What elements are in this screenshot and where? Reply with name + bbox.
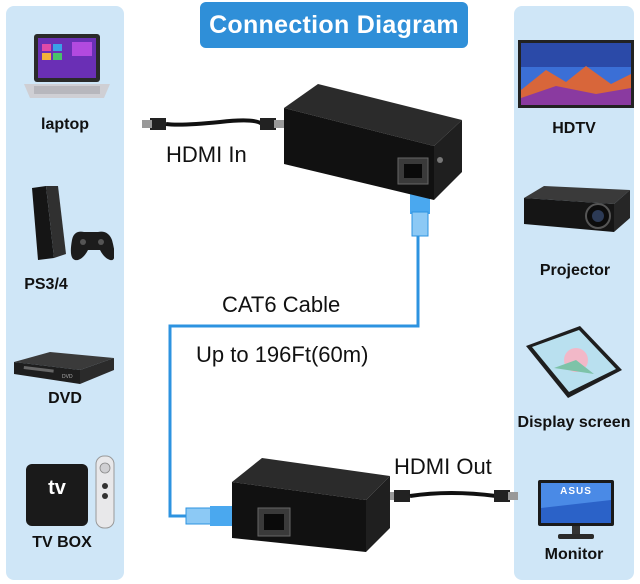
tablet-icon — [524, 324, 624, 402]
source-label-dvd: DVD — [48, 390, 82, 407]
distance-label: Up to 196Ft(60m) — [196, 342, 369, 367]
source-label-laptop: laptop — [41, 116, 89, 133]
hdtv-icon — [516, 40, 636, 112]
cat6-cable-label: CAT6 Cable — [222, 292, 341, 317]
tv-box-logo-text: tv — [48, 477, 66, 499]
display-label-monitor: Monitor — [544, 546, 604, 563]
hdmi-out-cable — [386, 490, 518, 502]
receiver-box — [232, 458, 390, 552]
display-label-screen: Display screen — [517, 414, 631, 431]
tv-box-icon — [24, 452, 120, 532]
monitor-icon — [536, 478, 616, 540]
dvd-player-icon: DVD — [10, 348, 116, 388]
laptop-icon — [22, 30, 112, 104]
source-label-tvbox: TV BOX — [32, 534, 92, 551]
source-label-ps: PS3/4 — [24, 276, 68, 293]
hdmi-out-label: HDMI Out — [394, 454, 492, 479]
monitor-brand-text: ASUS — [560, 486, 592, 497]
game-console-icon — [28, 182, 114, 264]
cat6-cable-line — [168, 236, 420, 518]
rj45-plug-bottom — [185, 506, 232, 526]
hdmi-in-cable — [142, 118, 284, 130]
display-label-hdtv: HDTV — [552, 120, 596, 137]
display-label-projector: Projector — [539, 262, 611, 279]
diagram-title: Connection Diagram — [200, 2, 468, 48]
svg-text:DVD: DVD — [62, 374, 73, 380]
rj45-plug-top — [410, 194, 430, 237]
hdmi-in-label: HDMI In — [166, 142, 247, 167]
transmitter-box — [284, 84, 462, 200]
projector-icon — [518, 180, 634, 240]
